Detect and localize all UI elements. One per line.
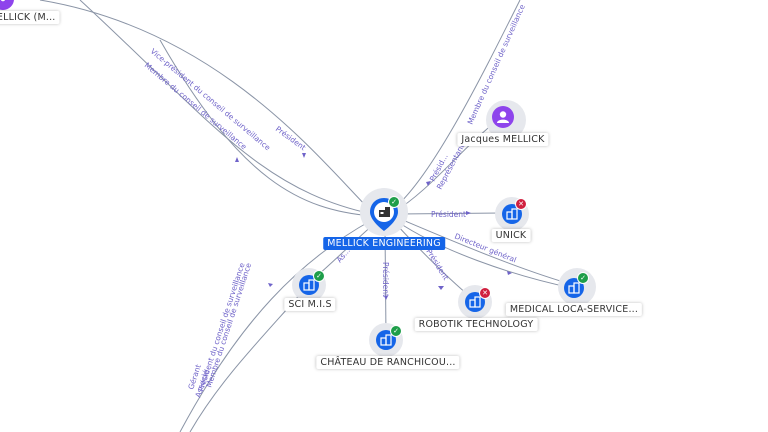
active-status-icon: ✓ <box>313 270 325 282</box>
scimis-label[interactable]: SCI M.I.S <box>284 298 336 311</box>
edge-medical <box>397 217 575 286</box>
edge-medical-2 <box>397 221 573 289</box>
unick-label[interactable]: UNICK <box>491 229 531 242</box>
edge-bottom-left <box>179 219 373 432</box>
edge-unick <box>397 212 503 215</box>
main-node[interactable]: ✓ <box>369 196 400 231</box>
edge-label-robotik: Président <box>424 247 450 281</box>
person-icon <box>497 111 509 123</box>
active-status-icon: ✓ <box>388 196 400 208</box>
edge-top-president <box>39 0 373 213</box>
chateau-label[interactable]: CHÂTEAU DE RANCHICOU... <box>316 356 460 369</box>
jacques-avatar[interactable] <box>492 106 514 128</box>
edge-top-vp <box>79 0 373 215</box>
building-icon <box>469 296 481 308</box>
building-icon <box>379 207 390 217</box>
active-status-icon: ✓ <box>390 325 402 337</box>
main-node-label[interactable]: MELLICK ENGINEERING <box>323 237 445 250</box>
person-icon: ● <box>0 0 6 5</box>
closed-status-icon: ✕ <box>515 198 527 210</box>
mellick-top-avatar[interactable]: ● <box>0 0 14 10</box>
edge-label-chateau: Président <box>381 262 390 297</box>
edge-arrows <box>235 153 512 300</box>
edge-jacques <box>391 0 521 211</box>
jacques-label[interactable]: Jacques MELLICK <box>457 133 549 146</box>
edge-label-top-vp: Vice-président du conseil de surveillanc… <box>149 47 273 153</box>
edge-top-membre <box>159 39 373 217</box>
building-icon <box>380 334 392 346</box>
building-icon <box>303 279 315 291</box>
mellick-top-label[interactable]: MELLICK (M... <box>0 11 60 24</box>
edge-label-top-membre: Membre du conseil de surveillance <box>143 61 249 152</box>
closed-status-icon: ✕ <box>479 287 491 299</box>
active-status-icon: ✓ <box>577 272 589 284</box>
building-icon <box>506 208 518 220</box>
edge-label-unick: Président <box>431 210 466 219</box>
robotik-label[interactable]: ROBOTIK TECHNOLOGY <box>414 318 538 331</box>
building-icon <box>568 282 580 294</box>
medical-label[interactable]: MEDICAL LOCA-SERVICE... <box>505 303 643 316</box>
